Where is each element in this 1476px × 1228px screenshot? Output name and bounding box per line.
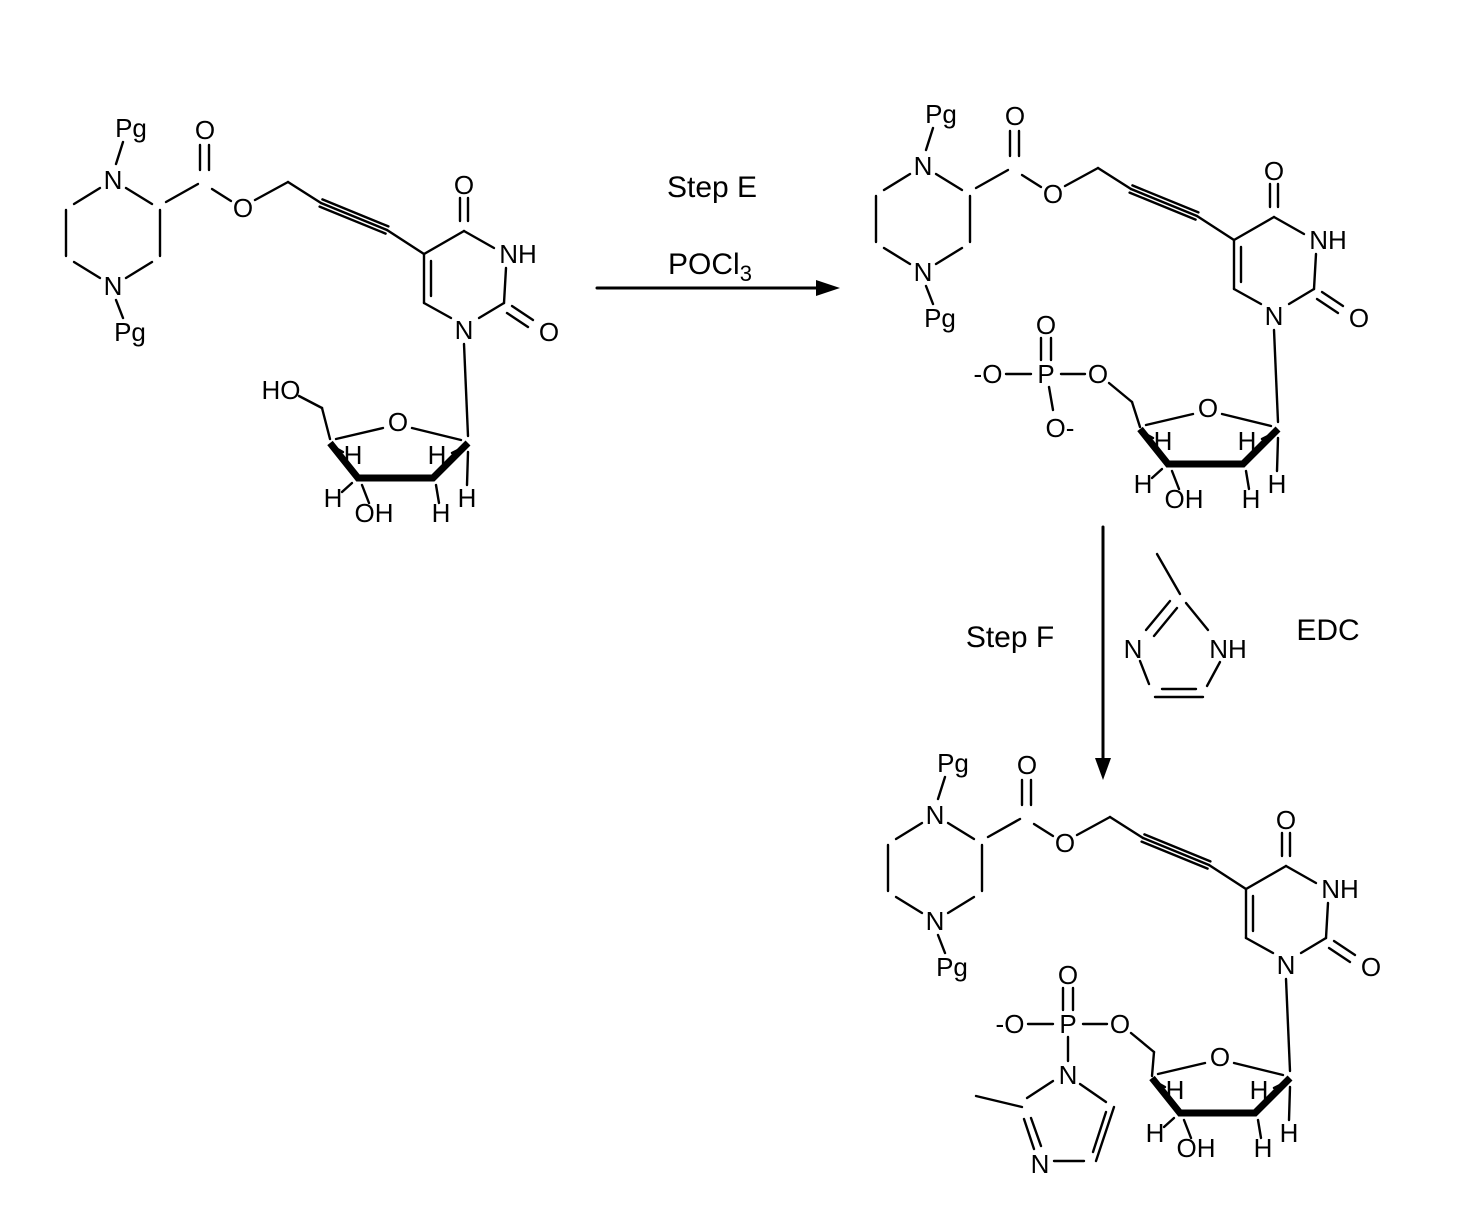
- phosphorus-label: P: [1037, 359, 1054, 389]
- phosphate-anionic-oxygen-label: O-: [1046, 413, 1075, 443]
- imidazole-n-label: N: [1124, 634, 1143, 664]
- step-e-reagent-label: POCl3: [668, 248, 752, 286]
- reaction-step-f: Step F EDC N NH: [966, 525, 1360, 780]
- step-e-label: Step E: [667, 171, 757, 204]
- nucleoside-core: [876, 99, 1369, 514]
- nucleoside-core: [66, 113, 559, 528]
- nucleoside-core: [888, 748, 1381, 1163]
- phosphate-double-bond-oxygen-label: O: [1058, 960, 1078, 990]
- phosphate-bridge-oxygen-label: O: [1110, 1009, 1130, 1039]
- attached-methylimidazole-ring: N N: [974, 1060, 1116, 1179]
- imidazole-nh-label: NH: [1209, 634, 1247, 664]
- phosphoramidate-group: -O P O O: [996, 960, 1156, 1078]
- hydroxyl-ho-label: HO: [262, 375, 301, 405]
- phosphate-double-bond-oxygen-label: O: [1036, 310, 1056, 340]
- step-f-reagent-edc-label: EDC: [1296, 614, 1359, 647]
- imidazole-n3-label: N: [1031, 1149, 1050, 1179]
- phosphate-anionic-oxygen-label: -O: [996, 1009, 1025, 1039]
- structure-reactant: HO: [66, 113, 559, 528]
- step-e-arrowhead: [816, 280, 840, 296]
- hydroxymethyl-group: HO: [262, 375, 332, 441]
- structure-phosphate-intermediate: -O P O O- O: [876, 99, 1369, 514]
- phosphate-group: -O P O O- O: [974, 310, 1142, 443]
- phosphate-anionic-oxygen-label: -O: [974, 359, 1003, 389]
- methylimidazole-reagent: N NH: [1124, 552, 1247, 699]
- step-f-arrowhead: [1095, 758, 1111, 780]
- reaction-step-e: Step E POCl3: [595, 171, 840, 296]
- structure-phosphorimidazolide-product: -O P O O N N: [888, 748, 1381, 1179]
- phosphorus-label: P: [1059, 1009, 1076, 1039]
- step-f-label: Step F: [966, 621, 1054, 654]
- phosphate-bridge-oxygen-label: O: [1088, 359, 1108, 389]
- imidazole-n1-label: N: [1059, 1060, 1078, 1090]
